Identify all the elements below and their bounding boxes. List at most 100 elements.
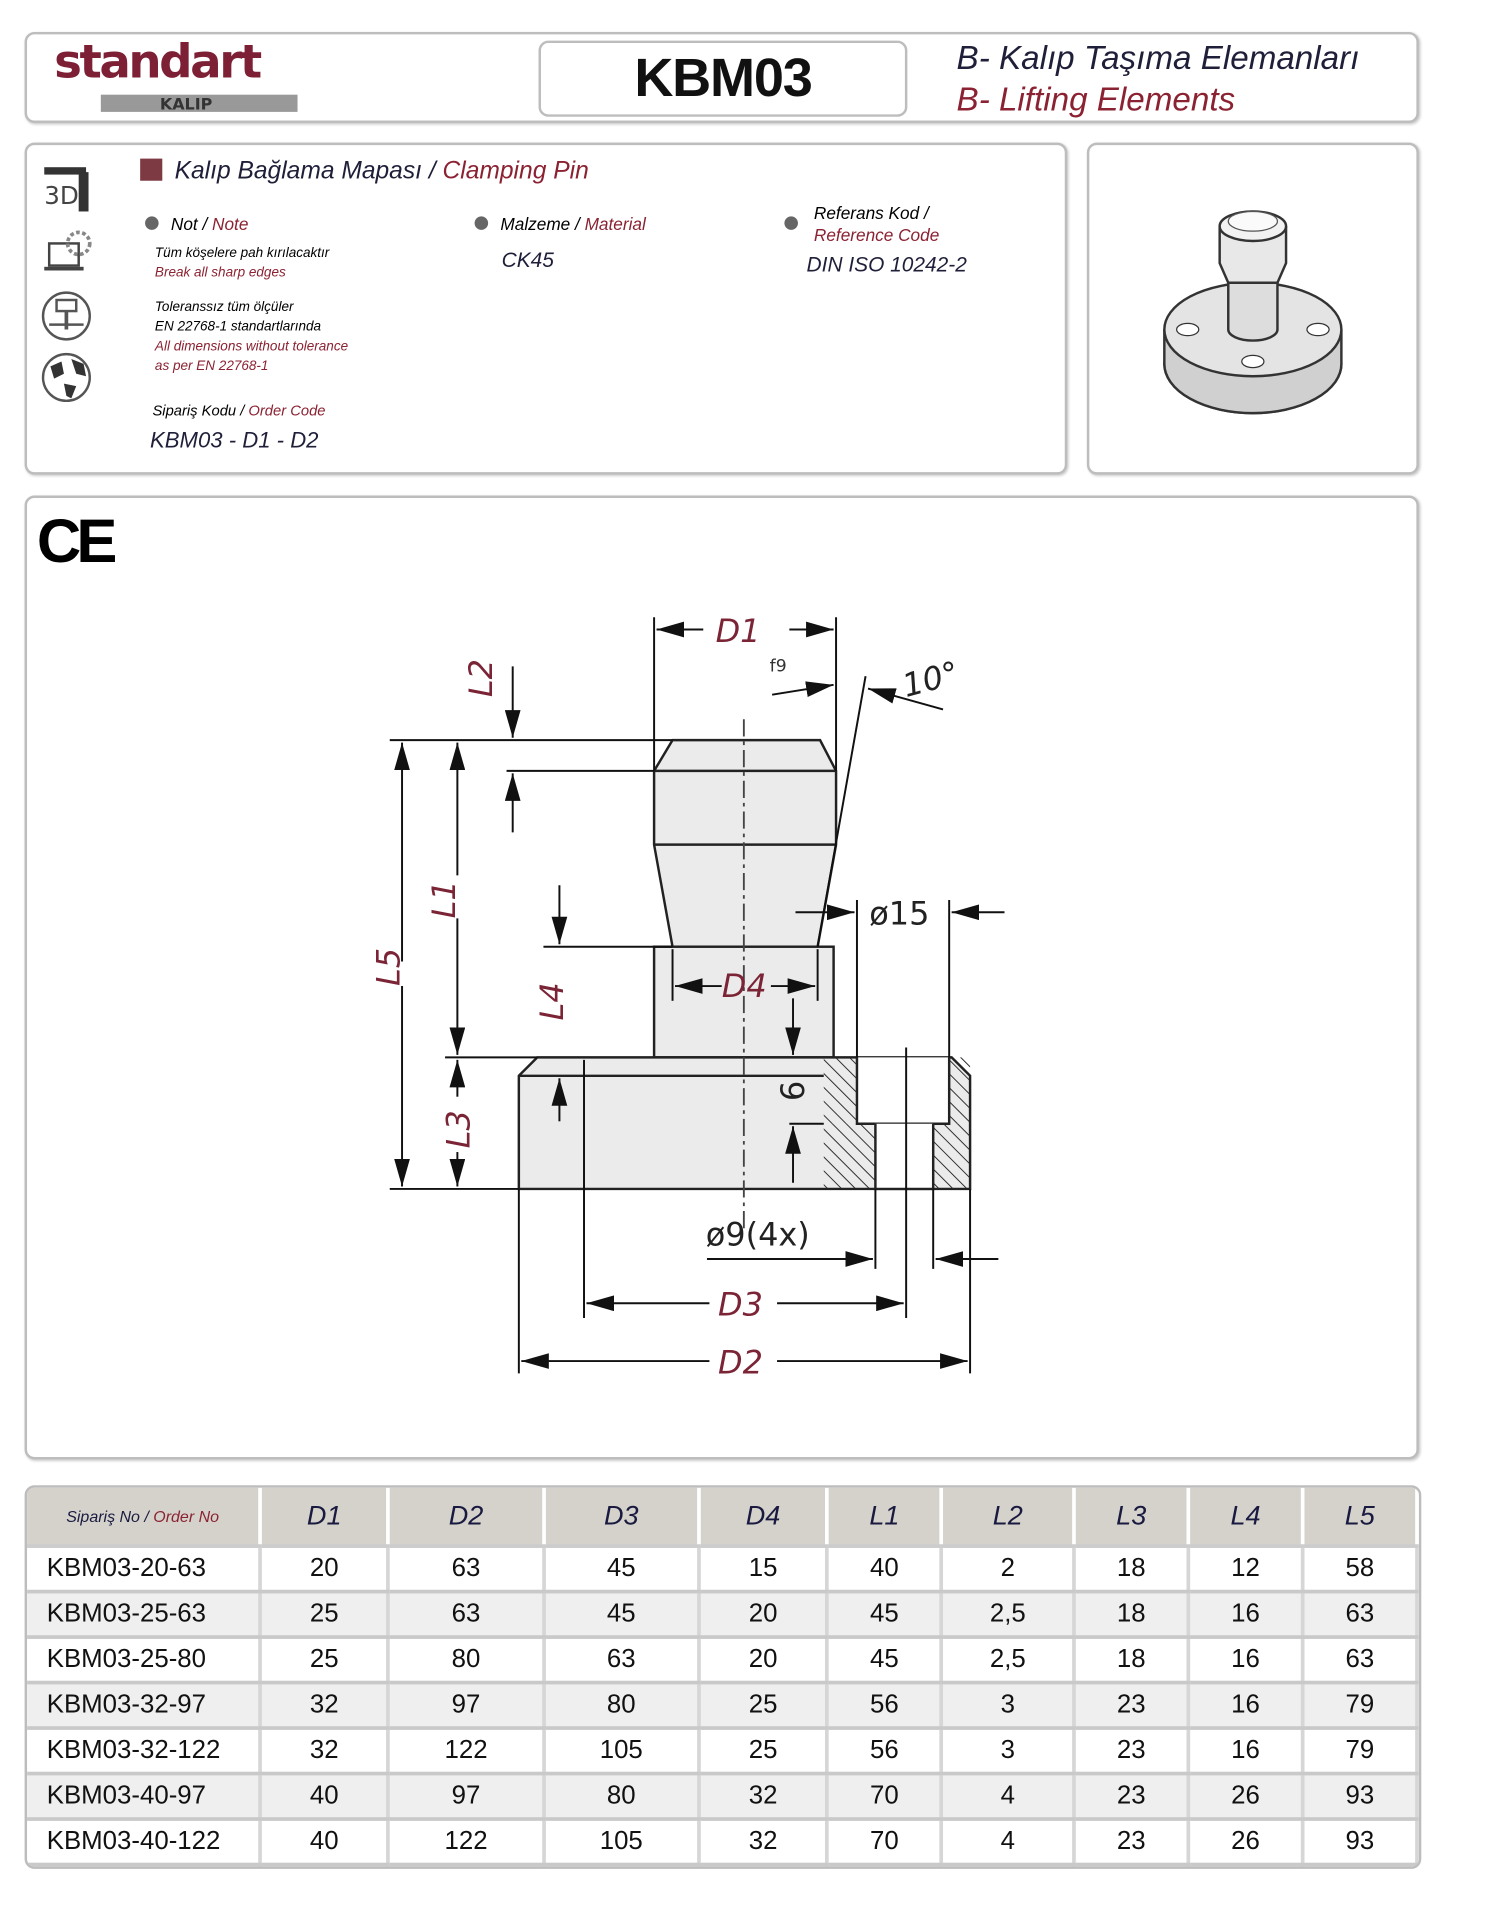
value-cell: 40 — [260, 1819, 391, 1867]
value-cell: 122 — [388, 1819, 546, 1867]
svg-text:standart: standart — [54, 38, 262, 89]
dim-d3: D3 — [718, 1286, 763, 1324]
value-cell: 63 — [388, 1591, 546, 1639]
value-cell: 25 — [260, 1591, 391, 1639]
value-cell: 80 — [543, 1682, 701, 1730]
column-header-d3: D3 — [543, 1487, 701, 1548]
value-cell: 93 — [1302, 1773, 1419, 1821]
value-cell: 4 — [941, 1819, 1076, 1867]
value-cell: 45 — [543, 1591, 701, 1639]
order-no-cell: KBM03-25-80 — [27, 1637, 262, 1685]
value-cell: 80 — [388, 1637, 546, 1685]
value-cell: 18 — [1074, 1591, 1191, 1639]
product-title: Kalıp Bağlama Mapası / Clamping Pin — [140, 157, 589, 185]
svg-text:3D: 3D — [44, 181, 79, 210]
order-code-label: Sipariş Kodu / Order Code — [152, 402, 326, 420]
laptop-gear-icon[interactable] — [39, 226, 96, 283]
order-no-cell: KBM03-32-122 — [27, 1728, 262, 1776]
value-cell: 32 — [260, 1728, 391, 1776]
dim-angle: 10° — [898, 653, 963, 704]
value-cell: 79 — [1302, 1682, 1419, 1730]
value-cell: 26 — [1188, 1819, 1305, 1867]
value-cell: 105 — [543, 1728, 701, 1776]
value-cell: 56 — [827, 1728, 944, 1776]
value-cell: 58 — [1302, 1546, 1419, 1594]
dim-d15: ø15 — [869, 895, 929, 933]
title-sep: / — [422, 157, 443, 185]
value-cell: 2 — [941, 1546, 1076, 1594]
value-cell: 63 — [1302, 1637, 1419, 1685]
dim-l2: L2 — [462, 659, 500, 697]
value-cell: 40 — [260, 1773, 391, 1821]
value-cell: 16 — [1188, 1728, 1305, 1776]
value-cell: 23 — [1074, 1773, 1191, 1821]
dim-d4: D4 — [722, 967, 767, 1005]
column-header-d1: D1 — [260, 1487, 391, 1548]
value-cell: 25 — [698, 1728, 830, 1776]
dim-d1-tolerance: f9 — [770, 656, 787, 676]
technical-drawing: D1 f9 10° L2 L1 L5 L4 L3 D4 ø15 9 ø9(4x)… — [370, 612, 1005, 1381]
value-cell: 20 — [698, 1591, 830, 1639]
value-cell: 20 — [698, 1637, 830, 1685]
value-cell: 97 — [388, 1773, 546, 1821]
value-cell: 2,5 — [941, 1591, 1076, 1639]
note-label: Not / Note — [145, 214, 248, 234]
order-no-cell: KBM03-32-97 — [27, 1682, 262, 1730]
value-cell: 16 — [1188, 1682, 1305, 1730]
ce-mark: CE — [36, 506, 118, 576]
value-cell: 15 — [698, 1546, 830, 1594]
value-cell: 18 — [1074, 1637, 1191, 1685]
value-cell: 56 — [827, 1682, 944, 1730]
column-header-l5: L5 — [1302, 1487, 1419, 1548]
value-cell: 18 — [1074, 1546, 1191, 1594]
value-cell: 25 — [260, 1637, 391, 1685]
product-image — [1086, 142, 1419, 475]
value-cell: 32 — [698, 1819, 830, 1867]
value-cell: 23 — [1074, 1682, 1191, 1730]
value-cell: 63 — [1302, 1591, 1419, 1639]
dim-l3: L3 — [440, 1110, 478, 1148]
product-info-panel: 3D Kalıp Bağlama Mapası / Clamping Pin N… — [24, 142, 1068, 475]
column-header-d2: D2 — [388, 1487, 546, 1548]
value-cell: 3 — [941, 1682, 1076, 1730]
dim-l4: L4 — [533, 982, 571, 1020]
reference-label: Referans Kod /Reference Code — [784, 202, 939, 246]
value-cell: 70 — [827, 1819, 944, 1867]
3d-model-icon[interactable]: 3D — [39, 162, 96, 219]
machine-icon[interactable] — [39, 288, 96, 345]
value-cell: 80 — [543, 1773, 701, 1821]
value-cell: 16 — [1188, 1637, 1305, 1685]
order-no-cell: KBM03-25-63 — [27, 1591, 262, 1639]
value-cell: 26 — [1188, 1773, 1305, 1821]
value-cell: 63 — [543, 1637, 701, 1685]
title-en: Clamping Pin — [442, 157, 589, 185]
value-cell: 16 — [1188, 1591, 1305, 1639]
value-cell: 70 — [827, 1773, 944, 1821]
value-cell: 93 — [1302, 1819, 1419, 1867]
value-cell: 105 — [543, 1819, 701, 1867]
column-header-order-no: Sipariş No / Order No — [27, 1487, 262, 1548]
order-no-cell: KBM03-20-63 — [27, 1546, 262, 1594]
value-cell: 25 — [698, 1682, 830, 1730]
value-cell: 12 — [1188, 1546, 1305, 1594]
product-code: KBM03 — [538, 40, 908, 117]
title-tr: Kalıp Bağlama Mapası — [174, 157, 423, 185]
value-cell: 122 — [388, 1728, 546, 1776]
technical-drawing-panel: CE — [24, 495, 1419, 1460]
value-cell: 63 — [388, 1546, 546, 1594]
globe-icon[interactable] — [39, 349, 96, 406]
value-cell: 45 — [827, 1637, 944, 1685]
value-cell: 45 — [543, 1546, 701, 1594]
value-cell: 45 — [827, 1591, 944, 1639]
value-cell: 32 — [698, 1773, 830, 1821]
column-header-d4: D4 — [698, 1487, 830, 1548]
